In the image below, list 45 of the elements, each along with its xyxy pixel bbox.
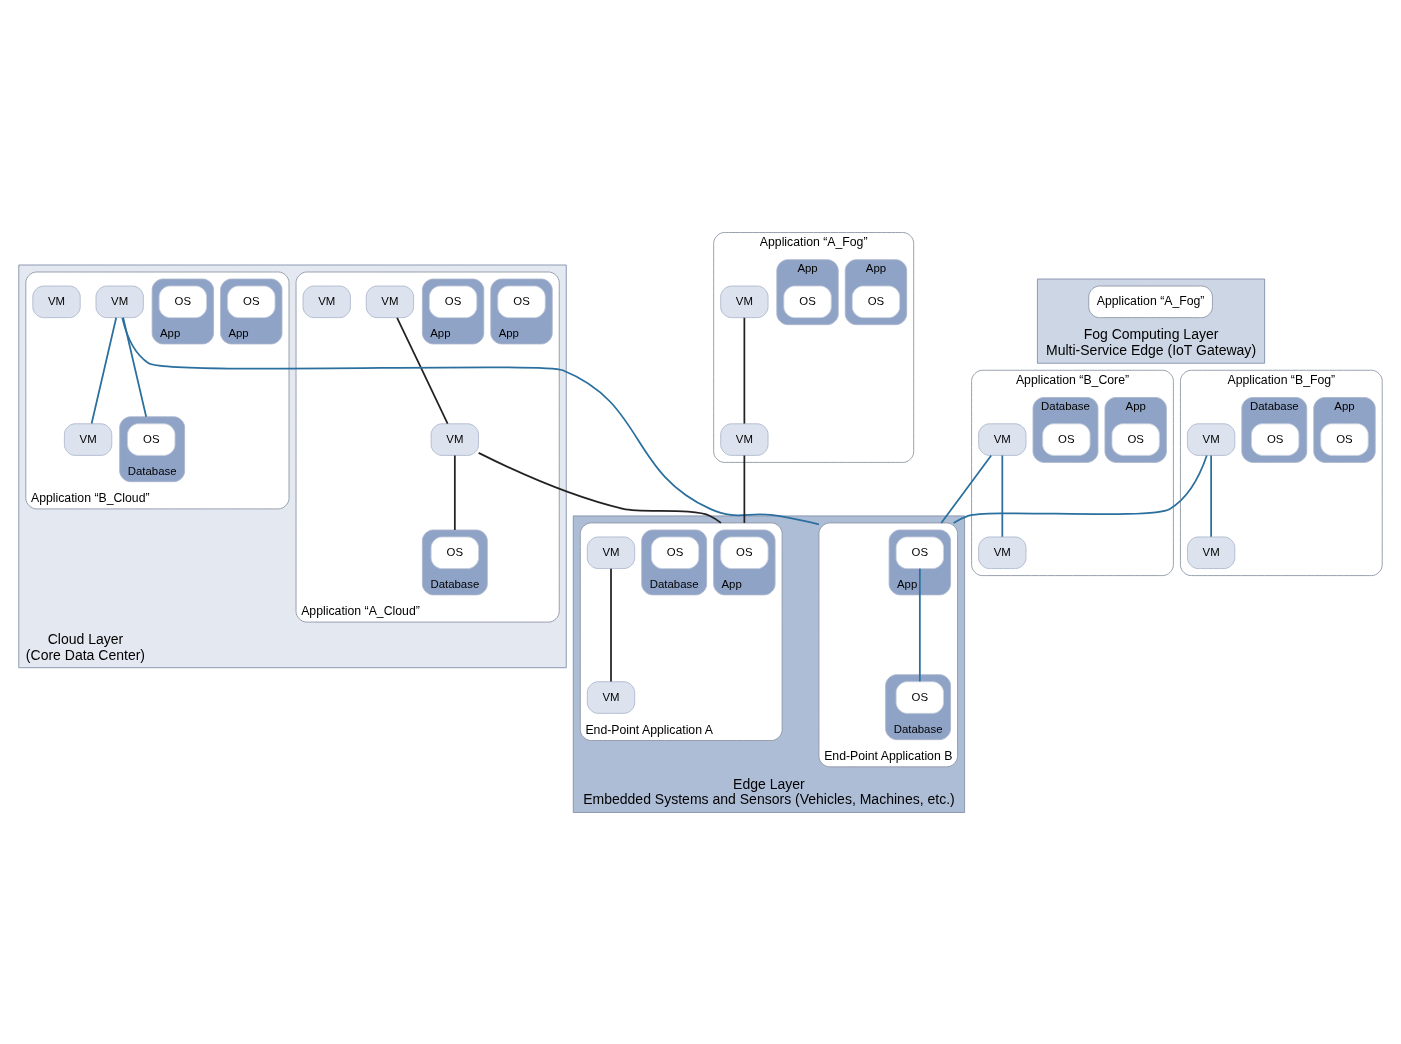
node-box: OS	[127, 422, 176, 456]
node-box: VM	[978, 422, 1027, 456]
node-box: OS	[497, 285, 546, 318]
node-box: VM	[1187, 536, 1236, 569]
node-box: OS	[428, 285, 478, 318]
connector	[743, 454, 746, 524]
connector	[90, 316, 118, 424]
node-box: OS	[1111, 422, 1160, 456]
node-box: OS	[430, 536, 479, 569]
node-box: VM	[63, 422, 113, 456]
node-box: VM	[720, 285, 769, 318]
node-box: VM	[365, 285, 415, 318]
connector	[121, 316, 820, 525]
node-box: OS	[895, 680, 944, 714]
connector	[952, 454, 1208, 524]
node-box: Application “A_Fog”	[1088, 285, 1213, 318]
connector	[453, 454, 456, 531]
connector	[743, 316, 746, 424]
connector	[610, 567, 612, 682]
connector	[1001, 454, 1004, 538]
node-box: OS	[1042, 422, 1091, 456]
node-box: OS	[158, 285, 207, 318]
node-box: OS	[783, 285, 832, 318]
connector	[477, 451, 722, 524]
connector	[122, 316, 148, 418]
node-box: VM	[302, 285, 351, 318]
node-box: OS	[227, 285, 276, 318]
connector	[918, 567, 921, 682]
node-box: OS	[851, 285, 901, 318]
connector	[940, 454, 993, 524]
node-box: OS	[650, 536, 700, 569]
node-box: VM	[430, 422, 479, 456]
connector	[396, 316, 449, 424]
node-box: VM	[32, 285, 81, 318]
node-box: OS	[895, 536, 944, 569]
node-box: VM	[95, 285, 144, 318]
node-box: VM	[586, 680, 636, 714]
node-box: OS	[1251, 422, 1300, 456]
connector	[1210, 454, 1212, 538]
node-box: OS	[720, 536, 769, 569]
node-box: VM	[978, 536, 1027, 569]
node-box: OS	[1320, 422, 1369, 456]
node-box: VM	[720, 422, 769, 456]
node-box: VM	[586, 536, 636, 569]
node-box: VM	[1187, 422, 1236, 456]
